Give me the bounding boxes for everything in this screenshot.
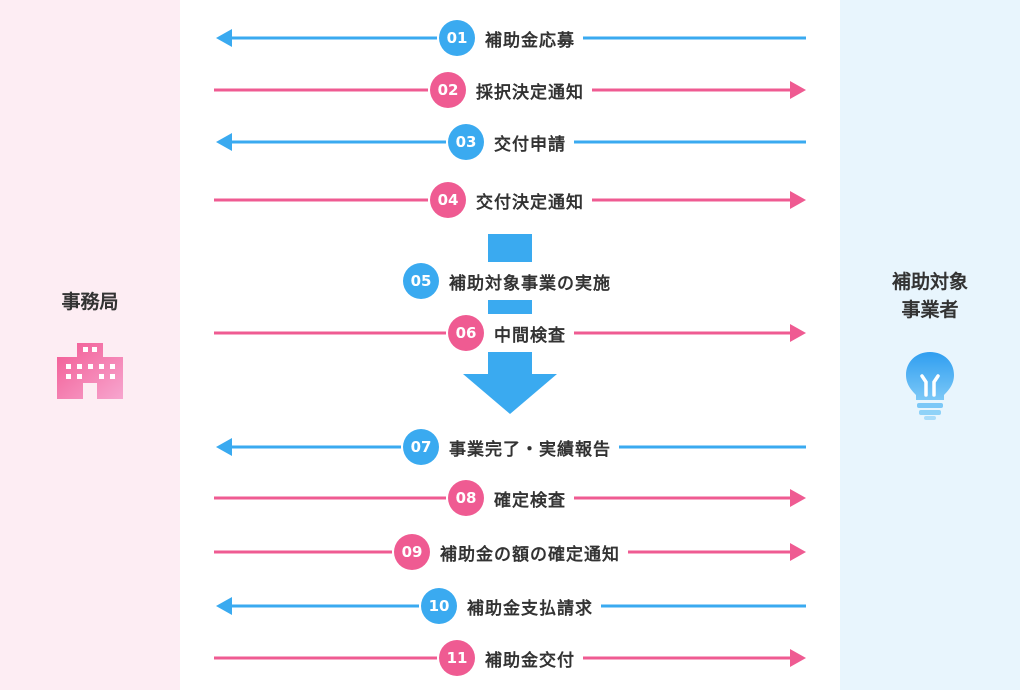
progress-flow-bar-middle [488, 300, 532, 314]
step-label-pill: 08 確定検査 [446, 479, 574, 517]
down-arrow-icon [463, 374, 557, 414]
step-number-badge: 04 [430, 182, 466, 218]
grantee-column [840, 0, 1020, 690]
step-label-pill: 02 採択決定通知 [428, 71, 592, 109]
step-label-pill: 10 補助金支払請求 [419, 587, 601, 625]
step-number-badge: 09 [394, 534, 430, 570]
step-row-10: 10 補助金支払請求 [210, 587, 810, 625]
step-number-badge: 11 [439, 640, 475, 676]
step-number-badge: 01 [439, 20, 475, 56]
step-row-05: 05 補助対象事業の実施 [210, 262, 810, 300]
progress-flow-bar-bottom [488, 352, 532, 376]
building-icon [57, 343, 123, 399]
grantee-label: 補助対象 事業者 [891, 271, 968, 321]
step-row-01: 01 補助金応募 [210, 19, 810, 57]
step-row-11: 11 補助金交付 [210, 639, 810, 677]
step-label: 中間検査 [494, 325, 566, 346]
step-number-badge: 07 [403, 429, 439, 465]
step-row-04: 04 交付決定通知 [210, 181, 810, 219]
step-label: 補助金交付 [485, 650, 575, 671]
step-label-pill: 07 事業完了・実績報告 [401, 428, 619, 466]
step-label: 補助金支払請求 [467, 598, 593, 619]
step-row-07: 07 事業完了・実績報告 [210, 428, 810, 466]
step-row-06: 06 中間検査 [210, 314, 810, 352]
step-label: 確定検査 [494, 490, 566, 511]
step-label: 交付申請 [494, 134, 566, 155]
step-label-pill: 11 補助金交付 [437, 639, 583, 677]
step-number-badge: 06 [448, 315, 484, 351]
step-row-02: 02 採択決定通知 [210, 71, 810, 109]
progress-flow-bar-top [488, 234, 532, 264]
step-number-badge: 02 [430, 72, 466, 108]
step-label-pill: 09 補助金の額の確定通知 [392, 533, 628, 571]
lightbulb-icon [906, 352, 954, 420]
step-number-badge: 03 [448, 124, 484, 160]
step-label: 補助金の額の確定通知 [440, 544, 620, 565]
step-label: 補助対象事業の実施 [449, 273, 611, 294]
step-label: 補助金応募 [485, 30, 575, 51]
step-label-pill: 04 交付決定通知 [428, 181, 592, 219]
step-number-badge: 10 [421, 588, 457, 624]
step-row-09: 09 補助金の額の確定通知 [210, 533, 810, 571]
step-number-badge: 05 [403, 263, 439, 299]
step-label-pill: 05 補助対象事業の実施 [401, 262, 619, 300]
step-label-pill: 03 交付申請 [446, 123, 574, 161]
step-label: 事業完了・実績報告 [449, 439, 611, 460]
step-number-badge: 08 [448, 480, 484, 516]
secretariat-label: 事務局 [61, 291, 119, 313]
step-label: 交付決定通知 [476, 192, 584, 213]
step-label-pill: 06 中間検査 [446, 314, 574, 352]
step-row-03: 03 交付申請 [210, 123, 810, 161]
step-label-pill: 01 補助金応募 [437, 19, 583, 57]
step-row-08: 08 確定検査 [210, 479, 810, 517]
step-label: 採択決定通知 [476, 82, 584, 103]
